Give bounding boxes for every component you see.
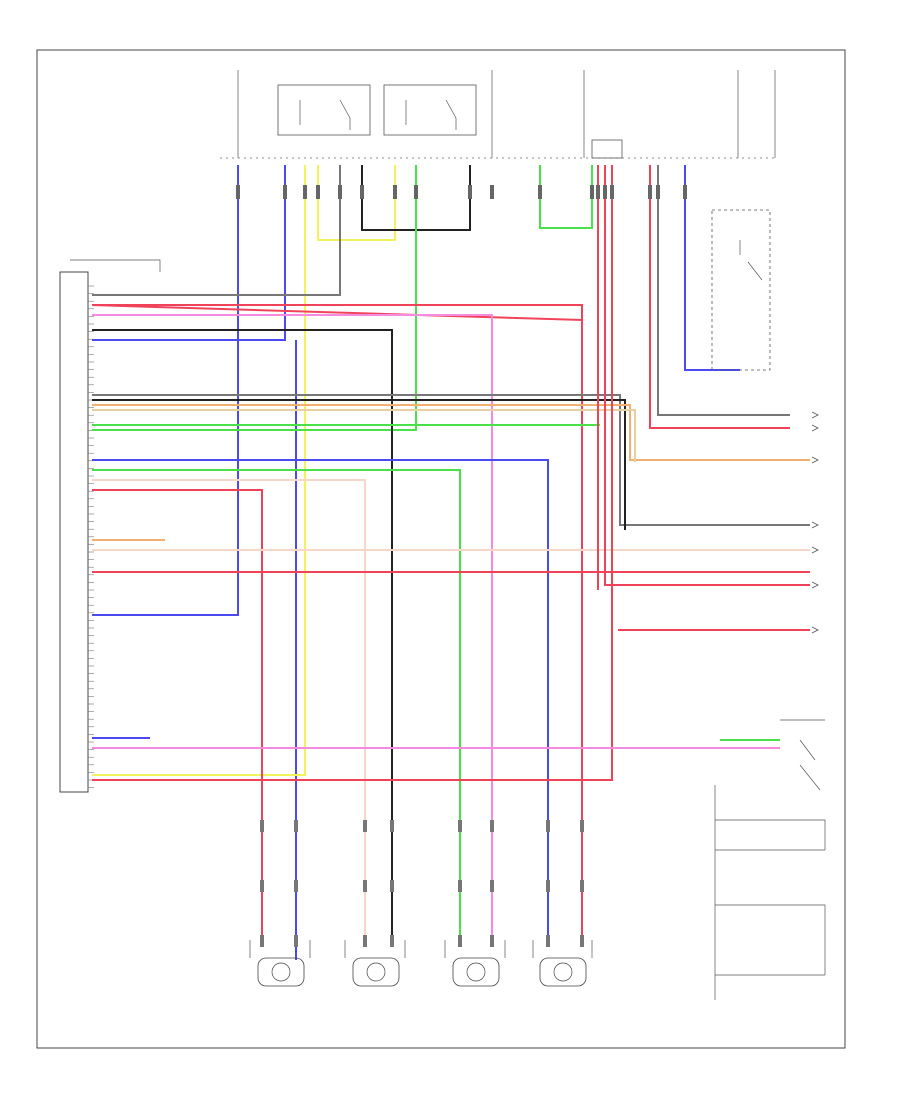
terminal-arrow-4 (811, 546, 819, 554)
top-connector-10 (538, 185, 542, 199)
bottom-connector-5-2 (490, 935, 494, 947)
bottom-connector-3-0 (390, 820, 394, 832)
wire-orange-16 (92, 404, 810, 461)
bottom-connector-0-1 (260, 880, 264, 892)
wire-yellow-4 (317, 165, 396, 241)
top-connector-16 (656, 185, 660, 199)
top-connector-1 (283, 185, 287, 199)
bottom-connector-6-2 (546, 935, 550, 947)
bottom-connector-4-1 (458, 880, 462, 892)
wire-gray-5 (92, 165, 341, 296)
sensor-bracket-2 (344, 940, 406, 958)
bottom-connector-2-1 (363, 880, 367, 892)
wire-black-15 (92, 399, 626, 530)
module-label-bracket (70, 259, 161, 272)
fuse-block (591, 139, 623, 159)
top-connector-8 (468, 185, 472, 199)
bottom-connector-0-0 (260, 820, 264, 832)
relay-1-contact (299, 99, 351, 130)
sensor-bracket-1 (249, 940, 311, 958)
wire-blue-0 (92, 165, 239, 616)
sensor-bracket-4 (532, 940, 593, 958)
bottom-connector-4-2 (458, 935, 462, 947)
connector-block (714, 785, 826, 1000)
bottom-connector-7-0 (580, 820, 584, 832)
wire-red-22 (92, 489, 263, 945)
wire-peach-21 (92, 479, 366, 945)
wire-tan-17 (92, 409, 636, 462)
bottom-connector-3-1 (390, 880, 394, 892)
top-connector-2 (303, 185, 307, 199)
sensor-1 (257, 957, 305, 987)
wire-gray-33 (657, 165, 790, 416)
wire-yellow-3 (92, 165, 306, 776)
top-connector-3 (316, 185, 320, 199)
top-connector-13 (603, 185, 607, 199)
top-connector-5 (360, 185, 364, 199)
wire-harness (91, 165, 810, 960)
top-connector-6 (393, 185, 397, 199)
switch-contact (739, 240, 763, 281)
bottom-connector-2-2 (363, 935, 367, 947)
bottom-connector-7-2 (580, 935, 584, 947)
control-module (59, 271, 89, 793)
terminal-arrows (811, 411, 819, 634)
wire-red-27 (92, 165, 613, 781)
top-connector-11 (590, 185, 594, 199)
wire-blue-34 (684, 165, 740, 371)
bottom-connector-2-0 (363, 820, 367, 832)
top-connector-17 (683, 185, 687, 199)
wire-blue-1 (92, 165, 286, 341)
top-connector-15 (648, 185, 652, 199)
wire-pink-11 (92, 314, 493, 945)
terminal-arrow-6 (811, 626, 819, 634)
fuse-block-frame (583, 70, 776, 158)
wire-red-32 (649, 165, 790, 429)
terminal-arrow-2 (811, 456, 819, 464)
module-pins (88, 285, 94, 788)
top-connector-7 (414, 185, 418, 199)
terminal-arrow-5 (811, 581, 819, 589)
top-connector-14 (610, 185, 614, 199)
relay-1 (277, 84, 371, 136)
sensor-4 (539, 957, 587, 987)
top-connector-9 (490, 185, 494, 199)
wire-blue-19 (92, 459, 549, 945)
bottom-connector-6-0 (546, 820, 550, 832)
top-connector-12 (596, 185, 600, 199)
diagram-border (36, 49, 846, 1049)
bottom-connector-7-1 (580, 880, 584, 892)
wire-red-9 (91, 304, 583, 322)
wire-black-13 (92, 329, 393, 945)
wire-green-20 (92, 469, 461, 945)
bottom-connector-1-0 (294, 820, 298, 832)
sensor-2 (352, 957, 400, 987)
wire-red-10 (92, 304, 583, 945)
terminal-arrow-3 (811, 521, 819, 529)
top-connector-0 (236, 185, 240, 199)
switch (711, 209, 771, 371)
top-connector-4 (338, 185, 342, 199)
relay-2 (383, 84, 477, 136)
bottom-connector-4-0 (458, 820, 462, 832)
sensor-bracket-3 (444, 940, 506, 958)
bottom-connector-6-1 (546, 880, 550, 892)
relay-2-contact (405, 99, 457, 130)
sensor-3 (452, 957, 500, 987)
bottom-connector-5-0 (490, 820, 494, 832)
bottom-connector-5-1 (490, 880, 494, 892)
wire-green-8 (539, 165, 593, 229)
wire-gray-14 (92, 394, 810, 526)
bottom-connector-1-2 (294, 935, 298, 947)
bottom-connector-3-2 (390, 935, 394, 947)
ignition-switch (780, 719, 825, 791)
wire-green-7 (92, 165, 417, 431)
bottom-connector-0-2 (260, 935, 264, 947)
terminal-arrow-0 (811, 411, 819, 419)
terminal-arrow-1 (811, 424, 819, 432)
wire-red-26 (604, 165, 810, 586)
bottom-connector-1-1 (294, 880, 298, 892)
